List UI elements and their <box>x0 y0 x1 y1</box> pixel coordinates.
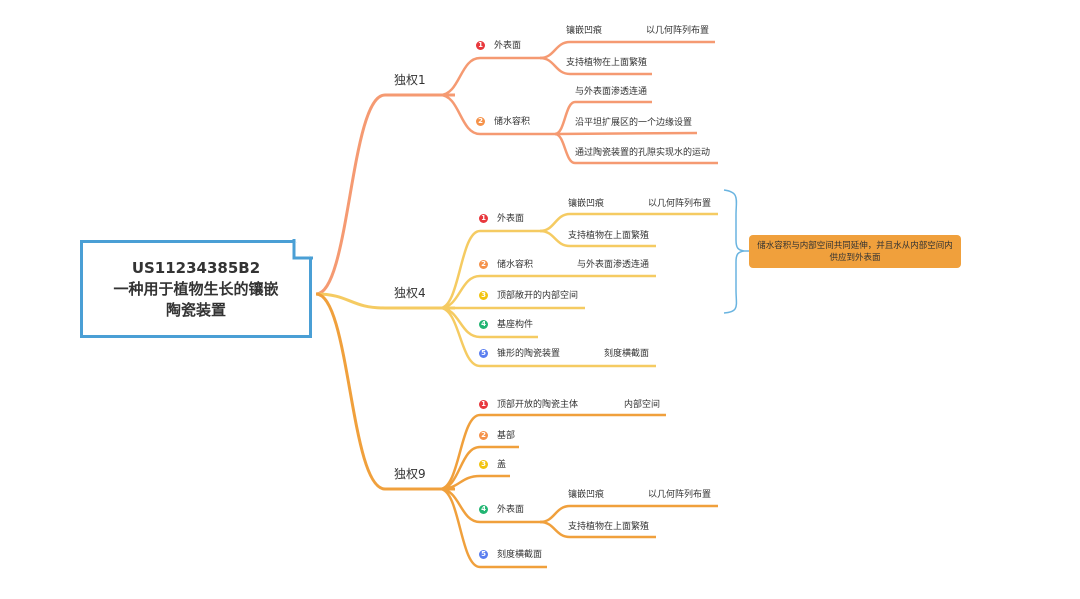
node-pore-water-movement[interactable]: 通过陶瓷装置的孔隙实现水的运动 <box>575 148 711 158</box>
summary-bracket <box>723 189 745 314</box>
root-fold-mask <box>292 238 314 260</box>
node-support-plants[interactable]: 支持植物在上面繁殖 <box>566 58 648 68</box>
root-title-line1: 一种用于植物生长的镶嵌 <box>113 279 279 298</box>
connector-root-b9 <box>315 292 455 491</box>
badge-2-icon: 2 <box>479 431 488 440</box>
connector-b1-c2 <box>439 93 560 136</box>
node-geometric-array[interactable]: 以几何阵列布置 <box>646 26 710 36</box>
badge-4-icon: 4 <box>479 320 488 329</box>
node-support-plants[interactable]: 支持植物在上面繁殖 <box>568 522 650 532</box>
node-water-reservoir[interactable]: 储水容积 <box>497 260 534 270</box>
node-base-member[interactable]: 基座构件 <box>497 320 534 330</box>
node-permeable-connection[interactable]: 与外表面渗透连通 <box>577 260 650 270</box>
node-open-ceramic-body[interactable]: 顶部开放的陶瓷主体 <box>497 400 579 410</box>
node-interior-space[interactable]: 内部空间 <box>624 400 661 410</box>
root-patent-number: US11234385B2 <box>131 258 261 277</box>
badge-3-icon: 3 <box>479 291 488 300</box>
badge-5-icon: 5 <box>479 550 488 559</box>
badge-2-icon: 2 <box>476 117 485 126</box>
node-outer-surface[interactable]: 外表面 <box>494 41 522 51</box>
connector-b9-c2 <box>439 445 519 491</box>
connector-b1-c1-g1 <box>539 40 715 60</box>
badge-3-icon: 3 <box>479 460 488 469</box>
connector-root-b4 <box>315 292 455 310</box>
node-outer-surface[interactable]: 外表面 <box>497 214 525 224</box>
badge-5-icon: 5 <box>479 349 488 358</box>
connector-b9-c4 <box>439 487 545 524</box>
connector-b4-c1-g1 <box>539 212 718 233</box>
connector-b9-c1 <box>439 413 666 491</box>
badge-2-icon: 2 <box>479 260 488 269</box>
node-geometric-array[interactable]: 以几何阵列布置 <box>648 199 712 209</box>
connector-b4-c1 <box>439 229 545 310</box>
node-outer-surface[interactable]: 外表面 <box>497 505 525 515</box>
connector-b9-c5 <box>439 487 547 569</box>
node-inlaid-dents[interactable]: 镶嵌凹痕 <box>568 490 605 500</box>
branch-claim-4[interactable]: 独权4 <box>394 286 426 300</box>
node-geometric-array[interactable]: 以几何阵列布置 <box>648 490 712 500</box>
node-water-reservoir[interactable]: 储水容积 <box>494 117 531 127</box>
connector-b4-c1-g2 <box>539 229 656 248</box>
connector-b4-c5 <box>439 306 656 368</box>
root-topic[interactable]: US11234385B2 一种用于植物生长的镶嵌 陶瓷装置 <box>80 240 312 338</box>
connector-b1-c2-g3 <box>554 132 718 165</box>
summary-note[interactable]: 储水容积与内部空间共同延伸，并且水从内部空间内供应到外表面 <box>749 235 961 268</box>
connector-root-b1 <box>315 93 455 296</box>
node-edge-arrangement[interactable]: 沿平坦扩展区的一个边缘设置 <box>575 118 693 128</box>
node-base[interactable]: 基部 <box>497 431 516 441</box>
connector-b1-c2-g2 <box>554 131 698 136</box>
branch-claim-1[interactable]: 独权1 <box>394 73 426 87</box>
branch-claim-9[interactable]: 独权9 <box>394 467 426 481</box>
root-title-line2: 陶瓷装置 <box>165 300 226 319</box>
connector-b1-c1 <box>439 56 545 97</box>
node-inlaid-dents[interactable]: 镶嵌凹痕 <box>566 26 603 36</box>
badge-1-icon: 1 <box>476 41 485 50</box>
node-tapered-ceramic[interactable]: 锥形的陶瓷装置 <box>497 349 561 359</box>
connector-b9-c4-g1 <box>539 504 718 524</box>
node-graduated-section[interactable]: 刻度横截面 <box>497 550 543 560</box>
connector-b9-c3 <box>439 474 510 491</box>
connector-b1-c1-g2 <box>539 56 652 76</box>
connector-b9-c4-g2 <box>539 520 656 539</box>
node-permeable-connection[interactable]: 与外表面渗透连通 <box>575 87 648 97</box>
node-graduated-section[interactable]: 刻度横截面 <box>604 349 650 359</box>
node-inlaid-dents[interactable]: 镶嵌凹痕 <box>568 199 605 209</box>
badge-4-icon: 4 <box>479 505 488 514</box>
node-support-plants[interactable]: 支持植物在上面繁殖 <box>568 231 650 241</box>
node-lid[interactable]: 盖 <box>497 460 507 470</box>
badge-1-icon: 1 <box>479 214 488 223</box>
badge-1-icon: 1 <box>479 400 488 409</box>
node-open-top-interior[interactable]: 顶部敞开的内部空间 <box>497 291 579 301</box>
